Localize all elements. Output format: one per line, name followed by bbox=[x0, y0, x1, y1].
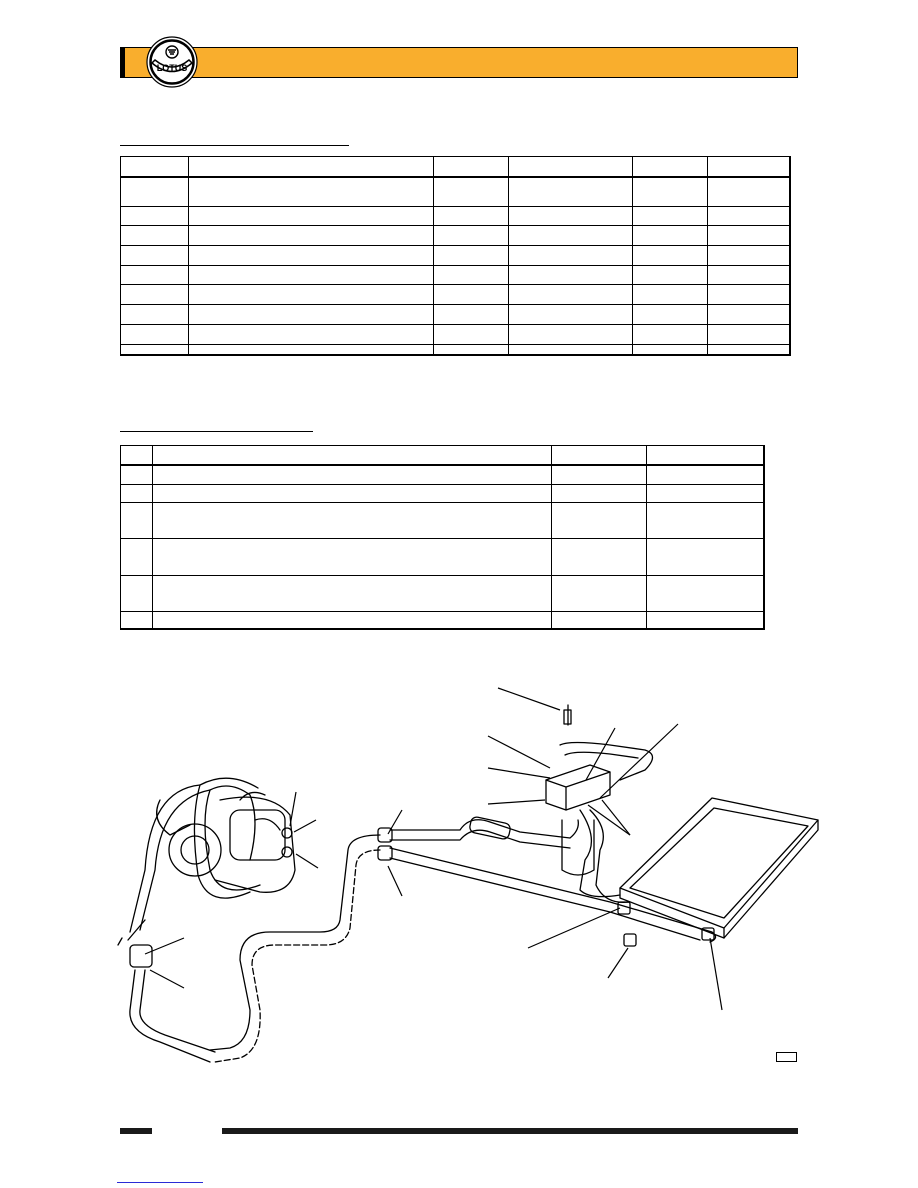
footer-rule-right bbox=[222, 1128, 798, 1134]
parts-table-1 bbox=[120, 156, 791, 356]
section-2-heading-rule bbox=[120, 431, 313, 432]
header-bar bbox=[120, 47, 798, 78]
table-row bbox=[121, 575, 763, 612]
footer-rule-left bbox=[120, 1128, 152, 1134]
condenser bbox=[619, 797, 819, 939]
table-row bbox=[121, 324, 789, 345]
table-row bbox=[121, 502, 763, 539]
figure-reference-box bbox=[776, 1052, 797, 1062]
footer-link-underline[interactable] bbox=[117, 1182, 203, 1183]
header-left-strip bbox=[121, 48, 125, 77]
receiver-drier bbox=[545, 704, 654, 876]
lotus-logo: LOTUS bbox=[146, 36, 198, 88]
table-row bbox=[121, 245, 789, 266]
table-1-header-row bbox=[121, 157, 789, 178]
ac-hose-routing-diagram bbox=[117, 687, 819, 1063]
table-row bbox=[121, 225, 789, 247]
logo-text: LOTUS bbox=[157, 63, 188, 73]
compressor bbox=[156, 791, 296, 893]
table-row bbox=[121, 344, 789, 354]
hose bbox=[579, 809, 621, 898]
table-row bbox=[121, 304, 789, 325]
section-1-heading-rule bbox=[120, 145, 349, 146]
table-2-header-row bbox=[121, 446, 763, 466]
table-row bbox=[121, 265, 789, 286]
table-row bbox=[121, 611, 763, 628]
table-row bbox=[121, 465, 763, 485]
table-row bbox=[121, 206, 789, 227]
table-row bbox=[121, 176, 789, 207]
leader-line bbox=[497, 687, 561, 711]
table-row bbox=[121, 484, 763, 503]
table-row bbox=[121, 538, 763, 576]
table-row bbox=[121, 284, 789, 306]
parts-table-2 bbox=[120, 445, 765, 630]
